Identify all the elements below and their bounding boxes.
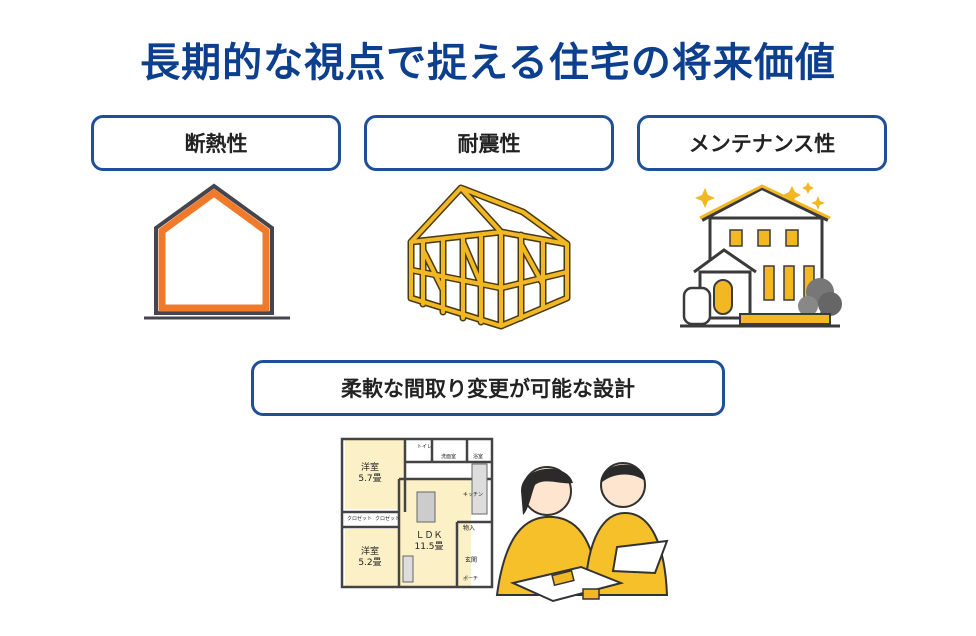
room1-size: 5.7畳 bbox=[358, 473, 381, 484]
ldk-label: ＬＤＫ bbox=[415, 531, 442, 541]
sparkling-house-icon bbox=[680, 182, 842, 328]
porch-label: ポーチ bbox=[463, 575, 478, 582]
house-frame-icon bbox=[407, 184, 571, 330]
maintenance-label-box: メンテナンス性 bbox=[637, 115, 887, 171]
closet1-label: クロゼット bbox=[347, 515, 372, 522]
page-title: 長期的な視点で捉える住宅の将来価値 bbox=[140, 40, 836, 86]
maintenance-label: メンテナンス性 bbox=[688, 132, 836, 156]
washroom-label: 洗面室 bbox=[441, 453, 456, 460]
ldk-size: 11.5畳 bbox=[414, 541, 443, 552]
insulation-label: 断熱性 bbox=[184, 132, 248, 156]
earthquake-label-box: 耐震性 bbox=[364, 115, 614, 171]
sparkle-icon bbox=[695, 182, 825, 210]
closet2-label: クロゼット bbox=[375, 515, 400, 522]
insulated-house-icon bbox=[144, 183, 290, 320]
earthquake-label: 耐震性 bbox=[457, 132, 521, 156]
bath-label: 浴室 bbox=[473, 453, 483, 460]
storage-label: 物入 bbox=[463, 524, 475, 532]
insulation-label-box: 断熱性 bbox=[91, 115, 341, 171]
toilet-label: トイレ bbox=[417, 444, 432, 450]
floor-plan-drawing: 洋室 5.7畳 洋室 5.2畳 ＬＤＫ 11.5畳 トイレ 洗面室 浴室 キッチ… bbox=[340, 437, 494, 589]
entrance-label: 玄関 bbox=[465, 556, 477, 564]
room2-label: 洋室 bbox=[361, 545, 379, 557]
kitchen-label: キッチン bbox=[463, 492, 483, 498]
flexible-layout-label: 柔軟な間取り変更が可能な設計 bbox=[341, 377, 635, 401]
flexible-layout-label-box: 柔軟な間取り変更が可能な設計 bbox=[251, 360, 725, 416]
couple-planning-illustration bbox=[495, 462, 669, 603]
room1-label: 洋室 bbox=[361, 461, 379, 473]
room2-size: 5.2畳 bbox=[358, 557, 381, 568]
